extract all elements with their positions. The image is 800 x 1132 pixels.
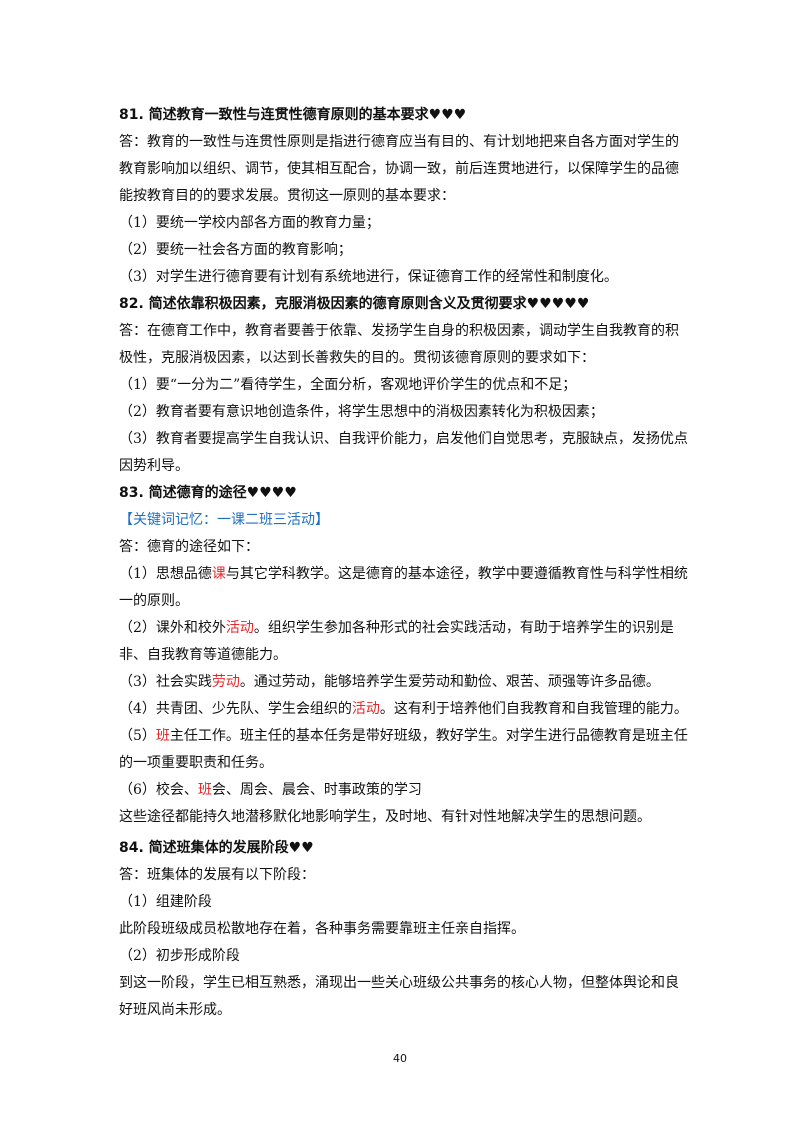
question-82-item-2: （2）教育者要有意识地创造条件，将学生思想中的消极因素转化为积极因素； (119, 404, 604, 420)
question-83-summary: 这些途径都能持久地潜移默化地影响学生，及时地、有针对性地解决学生的思想问题。 (119, 809, 651, 825)
highlight-keyword: 活动 (351, 701, 380, 717)
question-82-title: 82. 简述依靠积极因素，克服消极因素的德育原则含义及贯彻要求♥♥♥♥♥ (119, 296, 590, 312)
item-text: （6）校会、 (119, 782, 198, 798)
question-83-item-3: （3）社会实践劳动。通过劳动，能够培养学生爱劳动和勤俭、艰苦、顽强等许多品德。 (119, 669, 689, 696)
question-83-title: 83. 简述德育的途径♥♥♥♥ (119, 485, 297, 501)
question-81-title: 81. 简述教育一致性与连贯性德育原则的基本要求♥♥♥ (119, 107, 467, 123)
item-text: 会、周会、晨会、时事政策的学习 (211, 782, 422, 798)
document-body: 81. 简述教育一致性与连贯性德育原则的基本要求♥♥♥ 答：教育的一致性与连贯性… (119, 102, 689, 1024)
keyword-memo: 【关键词记忆：一课二班三活动】 (119, 512, 329, 528)
highlight-keyword: 活动 (225, 620, 254, 636)
stage-2-title: （2）初步形成阶段 (119, 948, 240, 964)
question-81-item-1: （1）要统一学校内部各方面的教育力量； (119, 215, 380, 231)
question-84-title: 84. 简述班集体的发展阶段♥♥ (119, 840, 314, 856)
highlight-keyword: 班 (155, 728, 170, 744)
stage-1-title: （1）组建阶段 (119, 894, 212, 910)
question-83-item-4: （4）共青团、少先队、学生会组织的活动。这有利于培养他们自我教育和自我管理的能力… (119, 696, 689, 723)
highlight-keyword: 班 (197, 782, 212, 798)
question-81-answer: 答：教育的一致性与连贯性原则是指进行德育应当有目的、有计划地把来自各方面对学生的… (119, 134, 679, 204)
item-text: （4）共青团、少先队、学生会组织的 (119, 701, 352, 717)
item-text: 。这有利于培养他们自我教育和自我管理的能力。 (379, 701, 688, 717)
question-81-item-3: （3）对学生进行德育要有计划有系统地进行，保证德育工作的经常性和制度化。 (119, 269, 618, 285)
question-81-item-2: （2）要统一社会各方面的教育影响； (119, 242, 352, 258)
question-82-item-1: （1）要“一分为二”看待学生，全面分析，客观地评价学生的优点和不足； (119, 377, 577, 393)
item-text: 。通过劳动，能够培养学生爱劳动和勤俭、艰苦、顽强等许多品德。 (239, 674, 660, 690)
question-83-item-6: （6）校会、班会、周会、晨会、时事政策的学习 (119, 777, 689, 804)
item-text: 主任工作。班主任的基本任务是带好班级，教好学生。对学生进行品德教育是班主任的一项… (119, 728, 688, 771)
item-text: （2）课外和校外 (119, 620, 226, 636)
question-84-answer: 答：班集体的发展有以下阶段： (119, 867, 315, 883)
stage-2-text: 到这一阶段，学生已相互熟悉，涌现出一些关心班级公共事务的核心人物，但整体舆论和良… (119, 975, 679, 1018)
question-83-answer: 答：德育的途径如下： (119, 539, 259, 555)
item-text: （3）社会实践 (119, 674, 212, 690)
page-number: 40 (393, 1052, 407, 1065)
question-82-item-3: （3）教育者要提高学生自我认识、自我评价能力，启发他们自觉思考，克服缺点，发扬优… (119, 431, 688, 474)
highlight-keyword: 劳动 (211, 674, 240, 690)
item-text: 与其它学科教学。这是德育的基本途径，教学中要遵循教育性与科学性相统一的原则。 (119, 566, 688, 609)
item-text: （1）思想品德 (119, 566, 212, 582)
question-83-item-1: （1）思想品德课与其它学科教学。这是德育的基本途径，教学中要遵循教育性与科学性相… (119, 561, 689, 615)
highlight-keyword: 课 (211, 566, 226, 582)
question-83-item-5: （5）班主任工作。班主任的基本任务是带好班级，教好学生。对学生进行品德教育是班主… (119, 723, 689, 777)
question-82-answer: 答：在德育工作中，教育者要善于依靠、发扬学生自身的积极因素，调动学生自我教育的积… (119, 323, 679, 366)
stage-1-text: 此阶段班级成员松散地存在着，各种事务需要靠班主任亲自指挥。 (119, 921, 525, 937)
item-text: （5） (119, 728, 156, 744)
question-83-item-2: （2）课外和校外活动。组织学生参加各种形式的社会实践活动，有助于培养学生的识别是… (119, 615, 689, 669)
item-text: 。组织学生参加各种形式的社会实践活动，有助于培养学生的识别是非、自我教育等道德能… (119, 620, 674, 663)
